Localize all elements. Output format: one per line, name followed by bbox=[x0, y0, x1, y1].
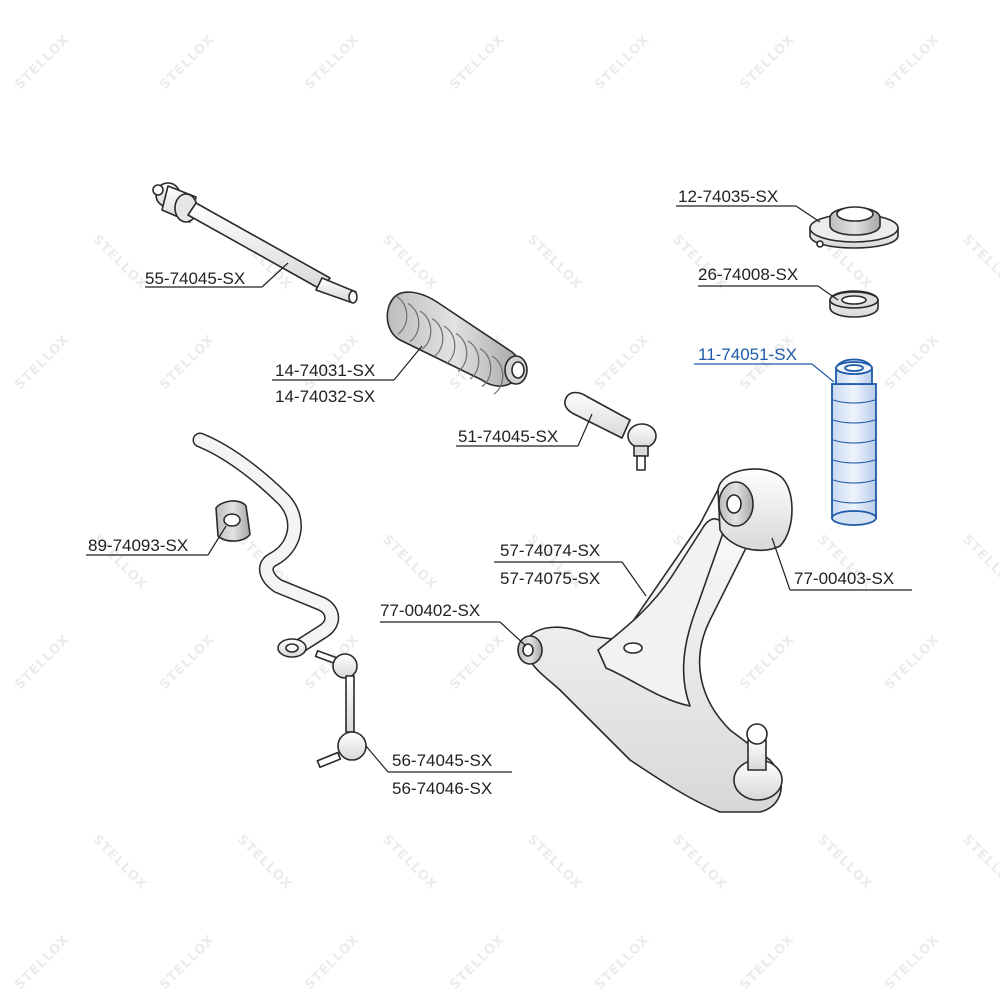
watermark-text: STELLOX bbox=[379, 832, 440, 893]
boot-rib bbox=[479, 347, 492, 387]
watermark-text: STELLOX bbox=[592, 332, 653, 393]
stabilizer-bar-part bbox=[192, 432, 340, 658]
label-control-arm-2: 57-74075-SX bbox=[500, 569, 600, 588]
label-bearing: 26-74008-SX bbox=[698, 265, 798, 284]
stabilizer-link-part bbox=[314, 649, 367, 769]
boot-rib bbox=[431, 317, 444, 357]
watermark-text: STELLOX bbox=[737, 32, 798, 93]
label-rear-bush: 77-00403-SX bbox=[794, 569, 894, 588]
dust-boot-rib bbox=[832, 459, 876, 464]
label-boot-2: 14-74032-SX bbox=[275, 387, 375, 406]
watermark-text: STELLOX bbox=[302, 32, 363, 93]
watermark-text: STELLOX bbox=[12, 932, 73, 993]
label-stabilizer-bush: 89-74093-SX bbox=[88, 536, 188, 555]
boot-rib bbox=[443, 325, 456, 365]
watermark-text: STELLOX bbox=[234, 832, 295, 893]
watermark-text: STELLOX bbox=[737, 932, 798, 993]
watermark-text: STELLOX bbox=[157, 332, 218, 393]
dust-boot-rib bbox=[832, 439, 876, 444]
lower-control-arm-part bbox=[517, 468, 793, 813]
watermark-text: STELLOX bbox=[12, 632, 73, 693]
watermark-text: STELLOX bbox=[959, 832, 1000, 893]
watermark-text: STELLOX bbox=[157, 32, 218, 93]
watermark-text: STELLOX bbox=[737, 632, 798, 693]
watermark-text: STELLOX bbox=[959, 232, 1000, 293]
steering-rod-part bbox=[152, 182, 358, 304]
label-steering-rod: 55-74045-SX bbox=[145, 269, 245, 288]
dust-boot-rib bbox=[832, 399, 876, 404]
label-dust-boot: 11-74051-SX bbox=[698, 345, 797, 364]
watermark-text: STELLOX bbox=[882, 932, 943, 993]
watermark-text: STELLOX bbox=[882, 32, 943, 93]
watermark-text: STELLOX bbox=[89, 832, 150, 893]
label-boot-1: 14-74031-SX bbox=[275, 361, 375, 380]
labels-layer: 55-74045-SX 14-74031-SX 14-74032-SX 51-7… bbox=[86, 187, 912, 798]
watermark-text: STELLOX bbox=[592, 32, 653, 93]
watermark-text: STELLOX bbox=[379, 532, 440, 593]
label-tie-rod-end: 51-74045-SX bbox=[458, 427, 558, 446]
watermark-text: STELLOX bbox=[524, 832, 585, 893]
tie-rod-end-part bbox=[564, 391, 657, 471]
watermark-text: STELLOX bbox=[669, 832, 730, 893]
boot-rib bbox=[419, 310, 432, 350]
boot-rib bbox=[467, 340, 480, 380]
watermark-text: STELLOX bbox=[379, 232, 440, 293]
dust-boot-rib bbox=[832, 419, 876, 424]
watermark-text: STELLOX bbox=[12, 32, 73, 93]
watermark-text: STELLOX bbox=[447, 632, 508, 693]
dust-boot-rib bbox=[832, 479, 876, 484]
watermark-text: STELLOX bbox=[524, 232, 585, 293]
steering-boot-part bbox=[386, 291, 528, 395]
label-stabilizer-link-1: 56-74045-SX bbox=[392, 751, 492, 770]
boot-rib bbox=[407, 302, 420, 342]
watermark-text: STELLOX bbox=[89, 232, 150, 293]
bearing-part bbox=[829, 290, 879, 318]
dust-boot-part bbox=[831, 358, 877, 526]
strut-mount-part bbox=[809, 206, 899, 249]
label-stabilizer-link-2: 56-74046-SX bbox=[392, 779, 492, 798]
watermark-text: STELLOX bbox=[157, 932, 218, 993]
watermark-text: STELLOX bbox=[12, 332, 73, 393]
watermark-text: STELLOX bbox=[447, 32, 508, 93]
watermark-text: STELLOX bbox=[959, 532, 1000, 593]
watermark-text: STELLOX bbox=[882, 632, 943, 693]
boot-rib bbox=[395, 295, 408, 335]
watermark-text: STELLOX bbox=[882, 332, 943, 393]
label-control-arm-1: 57-74074-SX bbox=[500, 541, 600, 560]
boot-rib bbox=[491, 355, 504, 395]
label-strut-mount: 12-74035-SX bbox=[678, 187, 778, 206]
boot-rib bbox=[455, 332, 468, 372]
label-front-bush: 77-00402-SX bbox=[380, 601, 480, 620]
watermark-text: STELLOX bbox=[814, 832, 875, 893]
watermark-text: STELLOX bbox=[592, 932, 653, 993]
watermark-text: STELLOX bbox=[302, 932, 363, 993]
watermark-text: STELLOX bbox=[157, 632, 218, 693]
watermark-text: STELLOX bbox=[447, 932, 508, 993]
dust-boot-rib bbox=[832, 499, 876, 504]
